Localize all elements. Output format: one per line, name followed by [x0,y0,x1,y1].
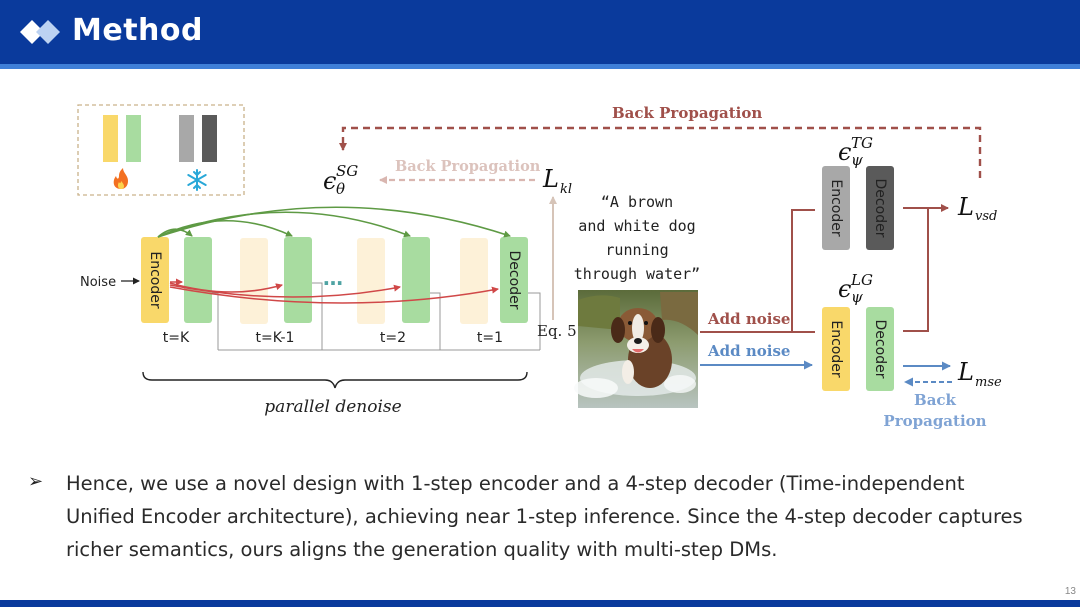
diamond-logo-icon [20,20,60,44]
encoder-label: Encoder [147,251,163,308]
teacher-decoder-label: Decoder [872,179,888,238]
legend-trainable-yellow [103,115,118,162]
back-propagation-loop [339,126,982,178]
page-number: 13 [1064,586,1076,597]
feature-arrows [169,278,499,304]
teacher-encoder-block [822,166,850,250]
title-bar: Method [0,0,1080,64]
add-noise-teacher-path [700,209,815,333]
steps-ellipsis: … [323,266,343,290]
encoder-block [141,237,169,323]
decoder-label: Decoder [506,251,522,310]
lora-decoder-block [866,307,894,391]
svg-text:kl: kl [560,182,572,197]
caption-line-4: through water” [574,265,700,283]
faded-column-1 [240,238,268,324]
loss-kl: L kl [542,165,572,197]
back-propagation-faded-label: Back Propagation [395,158,541,175]
caption-line-3: running [605,241,668,259]
faded-column-3 [460,238,488,324]
generated-dog-image [574,290,698,408]
snowflake-icon [187,169,207,191]
fire-icon [113,168,128,189]
svg-text:ϵ: ϵ [323,167,336,195]
decoder-step-2-block [402,237,430,323]
svg-text:mse: mse [975,375,1002,390]
svg-text:SG: SG [336,162,358,180]
method-diagram: Back Propagation ϵ SG θ Back Propagation… [77,104,1002,430]
epsilon-theta-sg: ϵ SG θ [323,162,358,198]
svg-text:L: L [957,358,974,386]
footer-bar [0,600,1080,607]
svg-text:L: L [957,193,974,221]
prompt-caption: “A brown and white dog running through w… [574,193,700,283]
skip-connection-arrows [157,206,511,238]
add-noise-top-label: Add noise [707,310,790,328]
teacher-decoder-block [866,166,894,250]
decoder-step-k1-block [284,237,312,323]
noise-label: Noise [80,275,116,290]
back-propagation-bottom-label-1: Back [914,391,957,409]
svg-text:LG: LG [850,271,873,289]
caption-line-2: and white dog [578,217,695,235]
epsilon-psi-tg: ϵ TG ψ [838,134,873,169]
epsilon-psi-lg: ϵ LG ψ [838,271,873,306]
bullet-text: Hence, we use a novel design with 1-step… [66,472,1023,561]
svg-text:ϵ: ϵ [838,275,851,303]
step-label-k: t=K [163,330,190,346]
step-label-1: t=1 [477,330,503,346]
page-title: Method [72,13,203,48]
lora-decoder-label: Decoder [872,320,888,379]
lora-encoder-label: Encoder [828,320,844,377]
parallel-denoise-brace [142,371,528,389]
svg-text:L: L [542,165,559,193]
decoder-step-1-block [500,237,528,323]
add-noise-bottom-label: Add noise [707,342,790,360]
caption-line-1: “A brown [601,193,673,211]
lora-encoder-block [822,307,850,391]
step-label-k1: t=K-1 [256,330,295,346]
legend-box [77,104,245,196]
legend-frozen-light [179,115,194,162]
svg-text:θ: θ [336,180,345,198]
back-propagation-bottom-label-2: Propagation [883,412,986,430]
svg-text:ϵ: ϵ [838,138,851,166]
back-propagation-top-label: Back Propagation [612,104,762,122]
equation-label: Eq. 5 [537,322,577,340]
teacher-encoder-label: Encoder [828,179,844,236]
legend-frozen-dark [202,115,217,162]
svg-text:ψ: ψ [851,151,863,169]
parallel-denoise-label: parallel denoise [264,397,401,417]
lora-to-vsd-path [903,209,929,332]
bullet-arrow-icon: ➢ [28,471,44,491]
svg-text:ψ: ψ [851,288,863,306]
header-accent-stripe [0,64,1080,69]
svg-text:vsd: vsd [975,209,997,224]
step-label-2: t=2 [380,330,406,346]
svg-text:TG: TG [851,134,873,152]
legend-trainable-green [126,115,141,162]
loss-vsd: L vsd [957,193,997,224]
loss-mse: L mse [957,358,1002,390]
decoder-step-k-block [184,237,212,323]
faded-column-2 [357,238,385,324]
